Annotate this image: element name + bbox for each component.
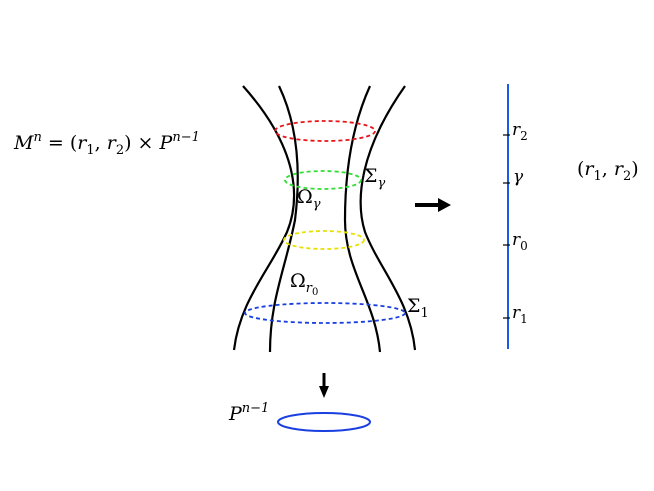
label-sigma-1: Σ1 [407, 295, 429, 321]
tick-label-r0: r0 [512, 230, 528, 253]
slice-r2-red [274, 120, 376, 142]
arrow-down-icon [319, 373, 329, 398]
curve-outer-left [232, 85, 296, 351]
interval-label: (r1, r2) [577, 158, 639, 184]
axis-ticks [503, 134, 510, 319]
tick-label-r1: r1 [512, 303, 528, 326]
curve-inner-left [268, 85, 299, 353]
label-sigma-gamma: Σγ [364, 165, 385, 191]
manifold-curves [232, 85, 417, 353]
tick-label-gamma: γ [513, 167, 524, 187]
slice-r0-yellow [283, 230, 365, 250]
base-ellipse [277, 412, 371, 432]
label-omega-gamma: Ωγ [297, 186, 321, 212]
curve-outer-right [359, 85, 417, 351]
tick-label-r2: r2 [512, 120, 528, 143]
slice-r1-blue [244, 302, 406, 324]
arrow-right-icon [415, 198, 451, 212]
label-omega-r0: Ωr0 [290, 270, 318, 298]
manifold-equation: Mn = (r1, r2) × Pn−1 [13, 130, 200, 158]
curve-inner-right [343, 85, 382, 353]
slice-gamma-green [284, 170, 362, 190]
label-p-base: Pn−1 [228, 401, 269, 425]
